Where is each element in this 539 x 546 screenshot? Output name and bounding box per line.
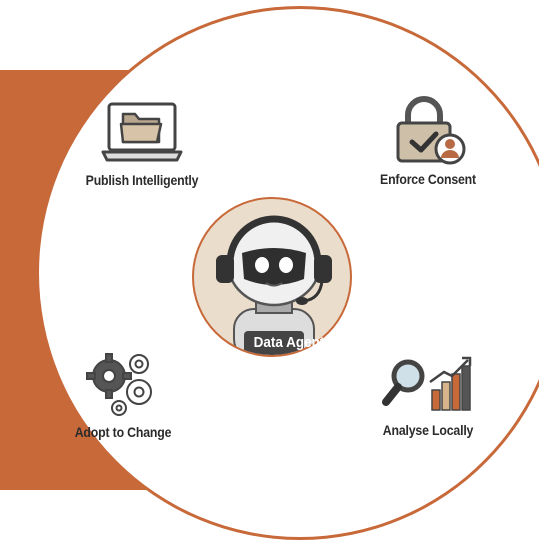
laptop-folder-icon	[101, 102, 183, 162]
item-label: Publish Intelligently	[85, 172, 199, 188]
item-enforce-consent: Enforce Consent	[353, 95, 503, 187]
item-adopt-to-change: Adopt to Change	[48, 348, 198, 440]
item-label: Adopt to Change	[74, 424, 172, 440]
center-circle	[192, 197, 352, 357]
padlock-user-icon	[396, 96, 466, 165]
magnifier-chart-icon	[382, 356, 472, 411]
item-label: Enforce Consent	[380, 171, 476, 187]
robot-headset-icon	[216, 215, 332, 355]
item-analyse-locally: Analyse Locally	[348, 352, 508, 438]
item-label: Analyse Locally	[382, 422, 474, 438]
center-label: Data Agent	[253, 334, 325, 351]
gears-icon	[86, 353, 152, 416]
item-publish-intelligently: Publish Intelligently	[62, 100, 222, 188]
